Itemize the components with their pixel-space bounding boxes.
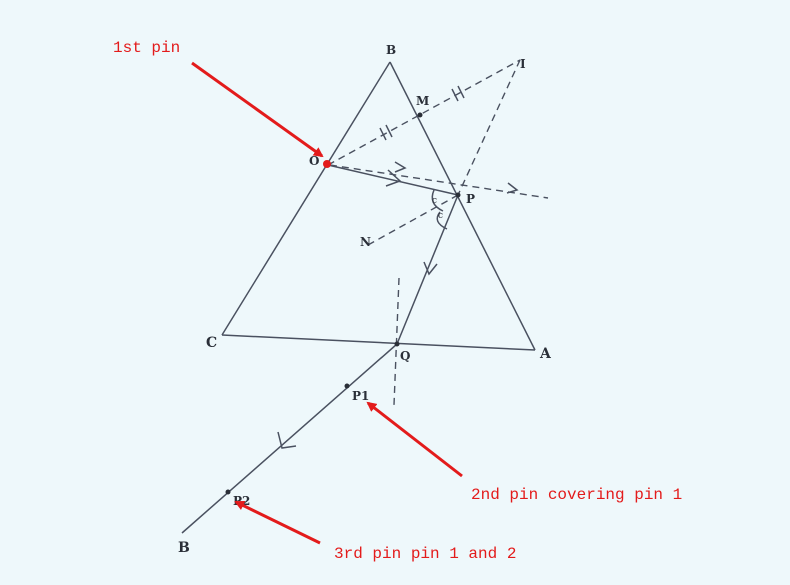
annotation-pin2: 2nd pin covering pin 1	[471, 486, 682, 504]
point-q	[394, 341, 400, 347]
line-o-i	[327, 59, 521, 166]
label-right-vertex: A	[539, 346, 552, 362]
ray-path	[181, 161, 519, 534]
equal-tick-marks	[379, 85, 465, 141]
annotation-pin1: 1st pin	[113, 39, 180, 57]
tick-mark	[457, 85, 465, 99]
label-angle-c2: c	[438, 211, 443, 221]
line-i-p	[457, 59, 521, 196]
tick-mark	[451, 88, 459, 102]
label-image: I	[520, 57, 526, 71]
dashed-ray-arrow	[506, 182, 519, 194]
incident-ray	[327, 164, 459, 196]
emergent-ray	[181, 343, 398, 534]
side-ba	[389, 61, 536, 351]
pin-3-point	[225, 489, 231, 495]
angle-arc	[431, 189, 444, 212]
extended-incident-ray	[329, 164, 549, 199]
prism-triangle	[221, 61, 536, 351]
label-pin2-point: P1	[352, 389, 369, 403]
arrow-to-pin1	[191, 61, 324, 158]
pin-2-point	[344, 383, 350, 389]
side-bc	[221, 61, 391, 336]
annotation-arrows	[191, 61, 463, 545]
ray-arrow	[423, 261, 438, 276]
label-object: O	[309, 154, 319, 168]
label-midpoint: M	[416, 94, 429, 108]
ray-arrow	[385, 169, 402, 187]
ray-arrow	[277, 431, 297, 449]
point-p	[455, 192, 461, 198]
tick-mark	[385, 124, 393, 138]
point-m	[417, 112, 423, 118]
label-top-vertex: B	[386, 43, 396, 57]
side-ca	[221, 334, 536, 351]
normal-line	[367, 194, 459, 246]
arrow-to-pin3	[234, 500, 321, 545]
dashed-ray-arrow	[394, 161, 407, 173]
diagram-labels: B C A O M I P N Q P1 P2 B c c	[178, 43, 552, 556]
label-exit-point: Q	[400, 349, 410, 363]
normal-at-q	[393, 277, 400, 406]
pin-1-point	[323, 160, 331, 168]
angle-arc	[436, 211, 448, 230]
annotation-labels: 1st pin 2nd pin covering pin 1 3rd pin p…	[113, 39, 682, 563]
label-reflection-point: P	[466, 192, 475, 206]
label-normal: N	[360, 235, 371, 249]
tick-mark	[379, 127, 387, 141]
label-angle-c1: c	[432, 196, 437, 206]
points	[225, 112, 461, 495]
arrow-to-pin2	[366, 401, 463, 478]
annotation-pin3: 3rd pin pin 1 and 2	[334, 545, 516, 563]
label-ray-end: B	[178, 540, 190, 556]
construction-lines	[327, 59, 549, 406]
label-left-vertex: C	[206, 335, 217, 351]
